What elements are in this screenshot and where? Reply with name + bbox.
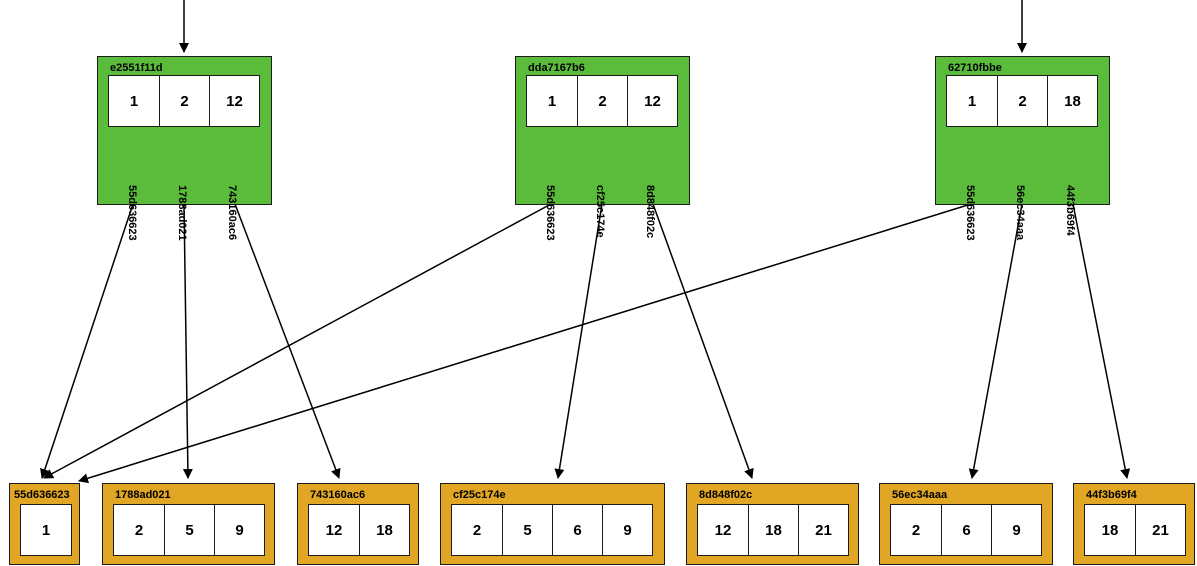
node-id: 44f3b69f4	[1086, 489, 1137, 501]
node-id: 55d636623	[14, 489, 70, 501]
key-cell: 21	[798, 505, 848, 555]
key-cell: 2	[134, 521, 144, 539]
child-pointer-label: 44f3b69f4	[1064, 185, 1076, 236]
child-pointer-label: cf25c174e	[594, 185, 606, 238]
edge-arrow	[43, 203, 552, 479]
key-row: 12 18	[308, 504, 410, 556]
node-id: cf25c174e	[453, 489, 506, 501]
leaf-node: 743160ac6 12 18	[297, 483, 419, 565]
child-pointer-label: 55d636623	[544, 185, 556, 241]
child-pointer-label: 56ec34aaa	[1014, 185, 1026, 241]
key-row: 2 6 9	[890, 504, 1042, 556]
key-cell: 2	[997, 76, 1047, 126]
leaf-node: 1788ad021 2 5 9	[102, 483, 275, 565]
key-cell: 18	[359, 505, 409, 555]
key-cell: 2	[577, 76, 627, 126]
key-row: 12 18 21	[697, 504, 849, 556]
key-cell: 18	[748, 505, 798, 555]
node-id: e2551f11d	[110, 62, 163, 74]
key-cell: 1	[967, 92, 977, 110]
key-cell: 5	[502, 505, 552, 555]
key-cell: 12	[325, 521, 343, 539]
key-cell: 5	[164, 505, 214, 555]
key-cell: 9	[602, 505, 652, 555]
key-row: 1 2 12	[108, 75, 260, 127]
edge-arrow	[554, 203, 603, 479]
key-cell: 6	[941, 505, 991, 555]
leaf-node: 55d636623 1	[9, 483, 80, 565]
edge-arrow	[1072, 203, 1131, 479]
node-id: 8d848f02c	[699, 489, 753, 501]
child-pointer-label: 743160ac6	[226, 185, 238, 241]
key-cell: 2	[472, 521, 482, 539]
edge-arrow	[78, 203, 972, 484]
key-cell: 2	[159, 76, 209, 126]
node-id: 743160ac6	[310, 489, 366, 501]
edge-arrow	[182, 203, 193, 479]
key-cell: 9	[214, 505, 264, 555]
key-cell: 12	[209, 76, 259, 126]
key-row: 2 5 9	[113, 504, 265, 556]
edge-arrow	[40, 203, 134, 479]
leaf-node: 8d848f02c 12 18 21	[686, 483, 859, 565]
node-id: 1788ad021	[115, 489, 171, 501]
internal-node: e2551f11d 1 2 12 55d636623 1788ad021 743…	[97, 56, 272, 241]
node-id: dda7167b6	[528, 62, 585, 74]
key-cell: 1	[41, 521, 51, 539]
key-row: 1 2 18	[946, 75, 1098, 127]
key-cell: 18	[1101, 521, 1119, 539]
node-id: 56ec34aaa	[892, 489, 948, 501]
key-row: 2 5 6 9	[451, 504, 653, 556]
edge-arrow	[968, 203, 1023, 479]
key-cell: 1	[547, 92, 557, 110]
internal-node: dda7167b6 1 2 12 55d636623 cf25c174e 8d8…	[515, 56, 690, 241]
edge-arrow	[652, 203, 754, 479]
key-row: 1	[20, 504, 72, 556]
child-pointer-label: 55d636623	[126, 185, 138, 241]
node-id: 62710fbbe	[948, 62, 1002, 74]
leaf-node: cf25c174e 2 5 6 9	[440, 483, 665, 565]
internal-node: 62710fbbe 1 2 18 55d636623 56ec34aaa 44f…	[935, 56, 1110, 241]
child-pointer-label: 55d636623	[964, 185, 976, 241]
key-cell: 6	[552, 505, 602, 555]
leaf-node: 44f3b69f4 18 21	[1073, 483, 1195, 565]
edge-arrow	[234, 203, 341, 479]
key-cell: 12	[627, 76, 677, 126]
key-cell: 18	[1047, 76, 1097, 126]
key-cell: 1	[129, 92, 139, 110]
key-cell: 9	[991, 505, 1041, 555]
leaf-node: 56ec34aaa 2 6 9	[879, 483, 1053, 565]
child-pointer-label: 8d848f02c	[644, 185, 656, 239]
key-row: 1 2 12	[526, 75, 678, 127]
key-cell: 12	[714, 521, 732, 539]
child-pointer-label: 1788ad021	[176, 185, 188, 241]
key-cell: 21	[1135, 505, 1185, 555]
key-row: 18 21	[1084, 504, 1186, 556]
key-cell: 2	[911, 521, 921, 539]
